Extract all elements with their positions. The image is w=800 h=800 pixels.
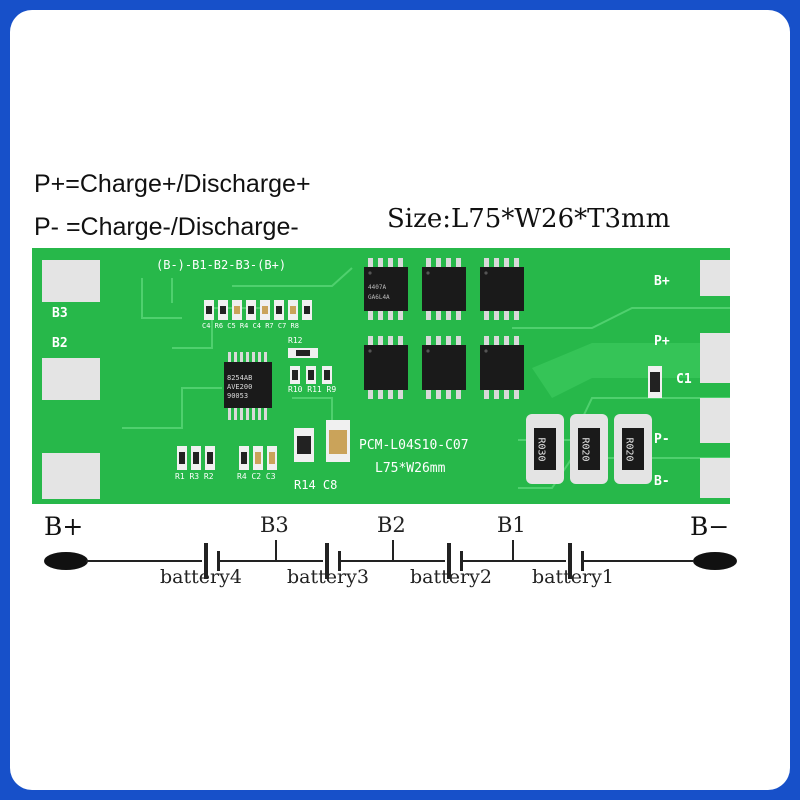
silkscreen-bottom-left: R1 R3 R2 xyxy=(175,472,214,481)
label-b-minus: B− xyxy=(690,512,730,541)
pcb-board: (B-)-B1-B2-B3-(B+) B3 B2 B+ P+ P- B- C1 … xyxy=(32,248,730,504)
pad-label-p-plus: P+ xyxy=(654,334,670,349)
legend-p-minus: P- =Charge-/Discharge- xyxy=(34,213,299,241)
ic-marking-2: AVE200 xyxy=(227,383,253,391)
mosfet-marking-2: GA6L4A xyxy=(368,294,390,301)
board-dimensions: L75*W26mm xyxy=(375,461,446,476)
smd-group-bottom-mid xyxy=(239,446,277,470)
ic-marking-3: 90053 xyxy=(227,392,249,400)
shunt-marking-1: R030 xyxy=(535,437,547,462)
pad-label-b2: B2 xyxy=(52,336,68,351)
pad-b-minus xyxy=(700,458,730,498)
board-model: PCM-L04S10-C07 xyxy=(359,438,469,453)
shunt-resistors xyxy=(526,414,652,484)
pcb-artwork xyxy=(42,258,730,499)
shunt-marking-2: R020 xyxy=(579,437,591,462)
silkscreen-r14-c8: R14 C8 xyxy=(294,478,338,492)
mosfet-marking-1: 4407A xyxy=(368,284,387,291)
legend-p-plus: P+=Charge+/Discharge+ xyxy=(34,170,311,198)
silkscreen-r10-r11-r9: R10 R11 R9 xyxy=(288,385,337,394)
battery-caption-4: battery4 xyxy=(160,566,242,588)
pad-p-minus xyxy=(700,398,730,443)
pad-label-b-minus: B- xyxy=(654,474,670,489)
node-label-b3: B3 xyxy=(260,513,289,537)
silkscreen-row-top: C4 R6 C5 R4 C4 R7 C7 R8 xyxy=(202,322,299,330)
battery-caption-1: battery1 xyxy=(532,566,614,588)
smd-group-r9-r12 xyxy=(288,348,332,384)
protection-ic xyxy=(224,352,272,420)
battery-caption-2: battery2 xyxy=(410,566,492,588)
smd-group-bottom-left xyxy=(177,446,215,470)
ic-marking-1: 8254AB xyxy=(227,374,253,382)
smd-r14-c8 xyxy=(294,420,350,462)
pad-b-plus xyxy=(700,260,730,296)
smd-row-top xyxy=(204,300,312,320)
silkscreen-r12: R12 xyxy=(288,336,303,345)
label-b-plus: B+ xyxy=(44,512,84,541)
copper-pour xyxy=(532,343,730,398)
pad-label-p-minus: P- xyxy=(654,432,670,447)
node-label-b2: B2 xyxy=(377,513,406,537)
node-label-b1: B1 xyxy=(497,513,526,537)
pad-p-plus xyxy=(700,333,730,383)
pad-label-b3: B3 xyxy=(52,306,68,321)
pad-bottom-left xyxy=(42,453,100,499)
capacitor-c1 xyxy=(648,366,662,398)
mosfet-array xyxy=(364,258,524,399)
silkscreen-header: (B-)-B1-B2-B3-(B+) xyxy=(156,258,287,272)
pad-top-left xyxy=(42,260,100,302)
shunt-marking-3: R020 xyxy=(623,437,635,462)
pad-label-b-plus: B+ xyxy=(654,274,670,289)
c1-label: C1 xyxy=(676,372,692,387)
battery-caption-3: battery3 xyxy=(287,566,369,588)
silkscreen-bottom-mid: R4 C2 C3 xyxy=(237,472,276,481)
size-label: Size:L75*W26*T3mm xyxy=(387,204,671,234)
pad-mid-left xyxy=(42,358,100,400)
